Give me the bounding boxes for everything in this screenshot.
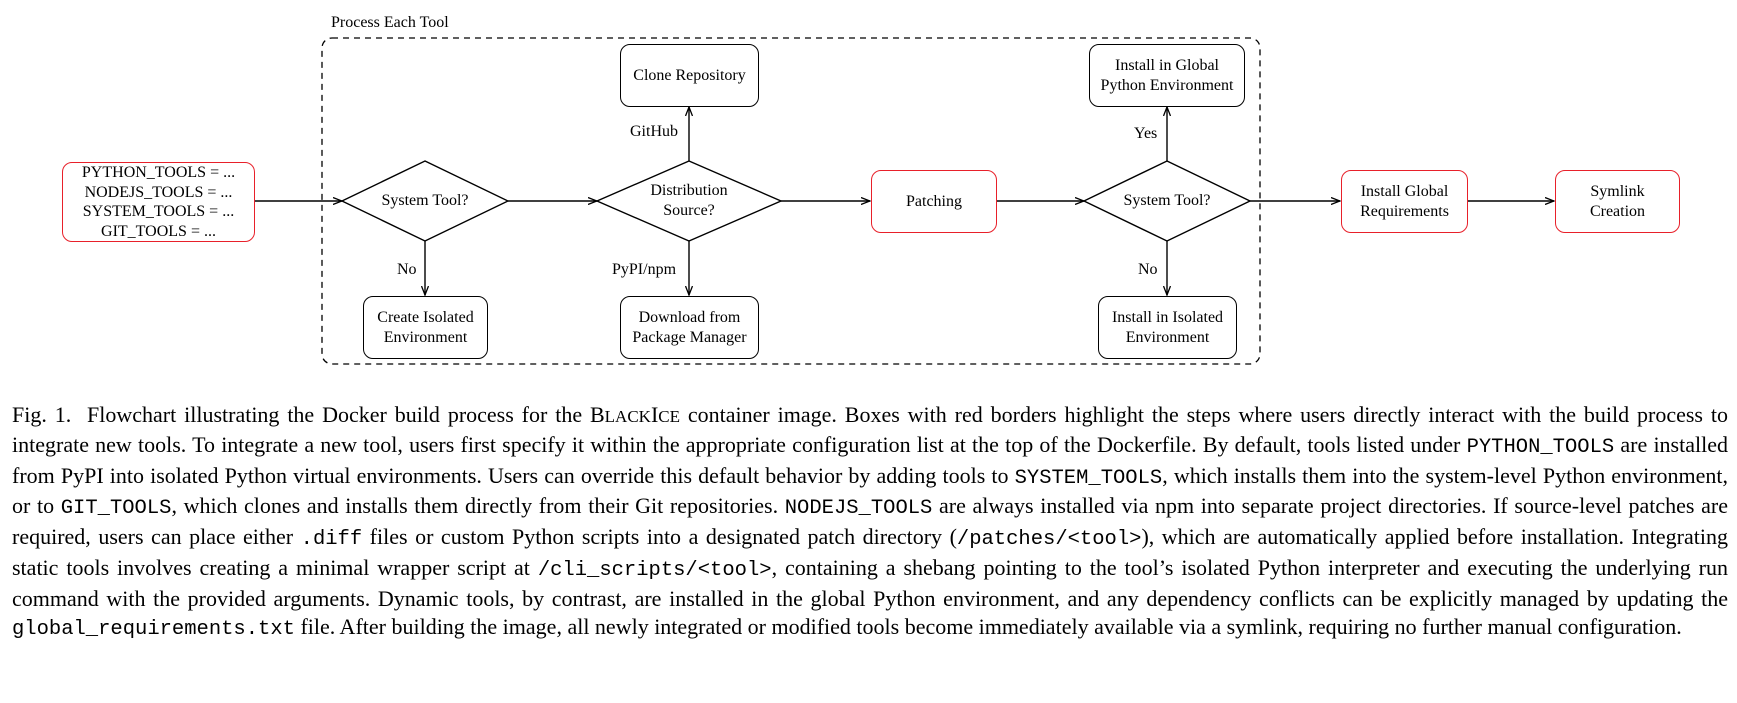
caption-text-9: , containing a shebang pointing to the t… [12, 554, 1728, 611]
caption-blackice-i: I [650, 402, 659, 427]
flowchart [255, 37, 1737, 365]
config-line-system: SYSTEM_TOOLS = ... [82, 203, 235, 220]
caption-code-nodejs-tools: NODEJS_TOOLS [784, 497, 933, 521]
config-line-git: GIT_TOOLS = ... [101, 222, 216, 240]
caption-text-8: ), which are automatically applied befor… [12, 524, 1728, 580]
decision-distribution-line2: Source? [663, 202, 715, 219]
config-line-nodejs: NODEJS_TOOLS = ... [84, 183, 233, 201]
edge-label-pypi-npm: PyPI/npm [612, 261, 677, 278]
caption-code-git-tools: GIT_TOOLS [60, 497, 172, 521]
caption-blackice-b: B [589, 402, 605, 427]
create-isolated-env-line2: Environment [383, 328, 468, 346]
install-global-python-line2: Python Environment [1100, 76, 1234, 94]
create-isolated-env-box: Create Isolated Environment [363, 296, 488, 359]
edge-label-no-2: No [1138, 261, 1158, 278]
edge-label-yes: Yes [1134, 125, 1158, 142]
config-line-python: PYTHON_TOOLS = ... [81, 164, 236, 181]
symlink-creation-box: Symlink Creation [1555, 170, 1680, 233]
caption-text-5: , which clones and installs them directl… [171, 493, 785, 519]
decision-system-tool-2-text: System Tool? [1123, 192, 1211, 209]
caption-text-2: container image. Boxes with red borders … [12, 402, 1728, 457]
symlink-creation-line1: Symlink [1590, 182, 1645, 200]
install-global-python-box: Install in Global Python Environment [1089, 44, 1245, 107]
create-isolated-env-line1: Create Isolated [377, 308, 474, 326]
download-package-line2: Package Manager [632, 328, 747, 346]
caption-text-10: file. After building the image, all newl… [294, 613, 1682, 639]
download-package-line1: Download from [638, 308, 741, 326]
decision-system-tool-1-text: System Tool? [381, 192, 469, 209]
symlink-creation-line2: Creation [1589, 202, 1646, 220]
patching-text: Patching [906, 192, 962, 210]
decision-distribution-line1: Distribution [650, 182, 728, 199]
caption-code-diff: .diff [300, 528, 363, 552]
edge-label-github: GitHub [630, 123, 678, 140]
caption-code-python-tools: PYTHON_TOOLS [1466, 435, 1615, 459]
install-global-requirements-box: Install Global Requirements [1341, 170, 1468, 233]
download-package-box: Download from Package Manager [620, 296, 759, 359]
install-isolated-env-line1: Install in Isolated [1111, 308, 1224, 326]
caption-blackice-lack: LACK [604, 407, 651, 426]
caption-fig-label: Fig. 1. [12, 402, 72, 427]
edge-label-no-1: No [397, 261, 417, 278]
install-global-req-line2: Requirements [1360, 202, 1449, 220]
clone-repository-text: Clone Repository [633, 66, 746, 84]
caption-text-3: are installed from PyPI into isolated Py… [12, 431, 1728, 488]
group-label: Process Each Tool [331, 14, 449, 31]
caption-code-patches: /patches/<tool> [956, 528, 1142, 552]
figure-caption: Fig. 1. Flowchart illustrating the Docke… [12, 401, 1728, 643]
install-isolated-env-box: Install in Isolated Environment [1098, 296, 1237, 359]
install-global-python-line1: Install in Global [1115, 56, 1219, 74]
install-isolated-env-line2: Environment [1125, 328, 1210, 346]
config-lists-box: PYTHON_TOOLS = ... NODEJS_TOOLS = ... SY… [62, 162, 255, 242]
caption-code-system-tools: SYSTEM_TOOLS [1014, 466, 1163, 490]
patching-box: Patching [871, 170, 997, 233]
caption-code-global-req: global_requirements.txt [12, 617, 295, 641]
caption-text-4: , which installs them into the system-le… [12, 462, 1728, 519]
install-global-req-line1: Install Global [1360, 182, 1449, 200]
caption-text-1: Flowchart illustrating the Docker build … [87, 402, 590, 427]
caption-text-6: are always installed via npm into separa… [12, 493, 1728, 550]
caption-code-cli-scripts: /cli_scripts/<tool> [537, 558, 772, 582]
clone-repository-box: Clone Repository [620, 44, 759, 107]
decision-distribution-text: Distribution Source? [610, 181, 768, 221]
caption-blackice-ce: CE [658, 407, 681, 426]
caption-text-7: files or custom Python scripts into a de… [362, 524, 957, 550]
